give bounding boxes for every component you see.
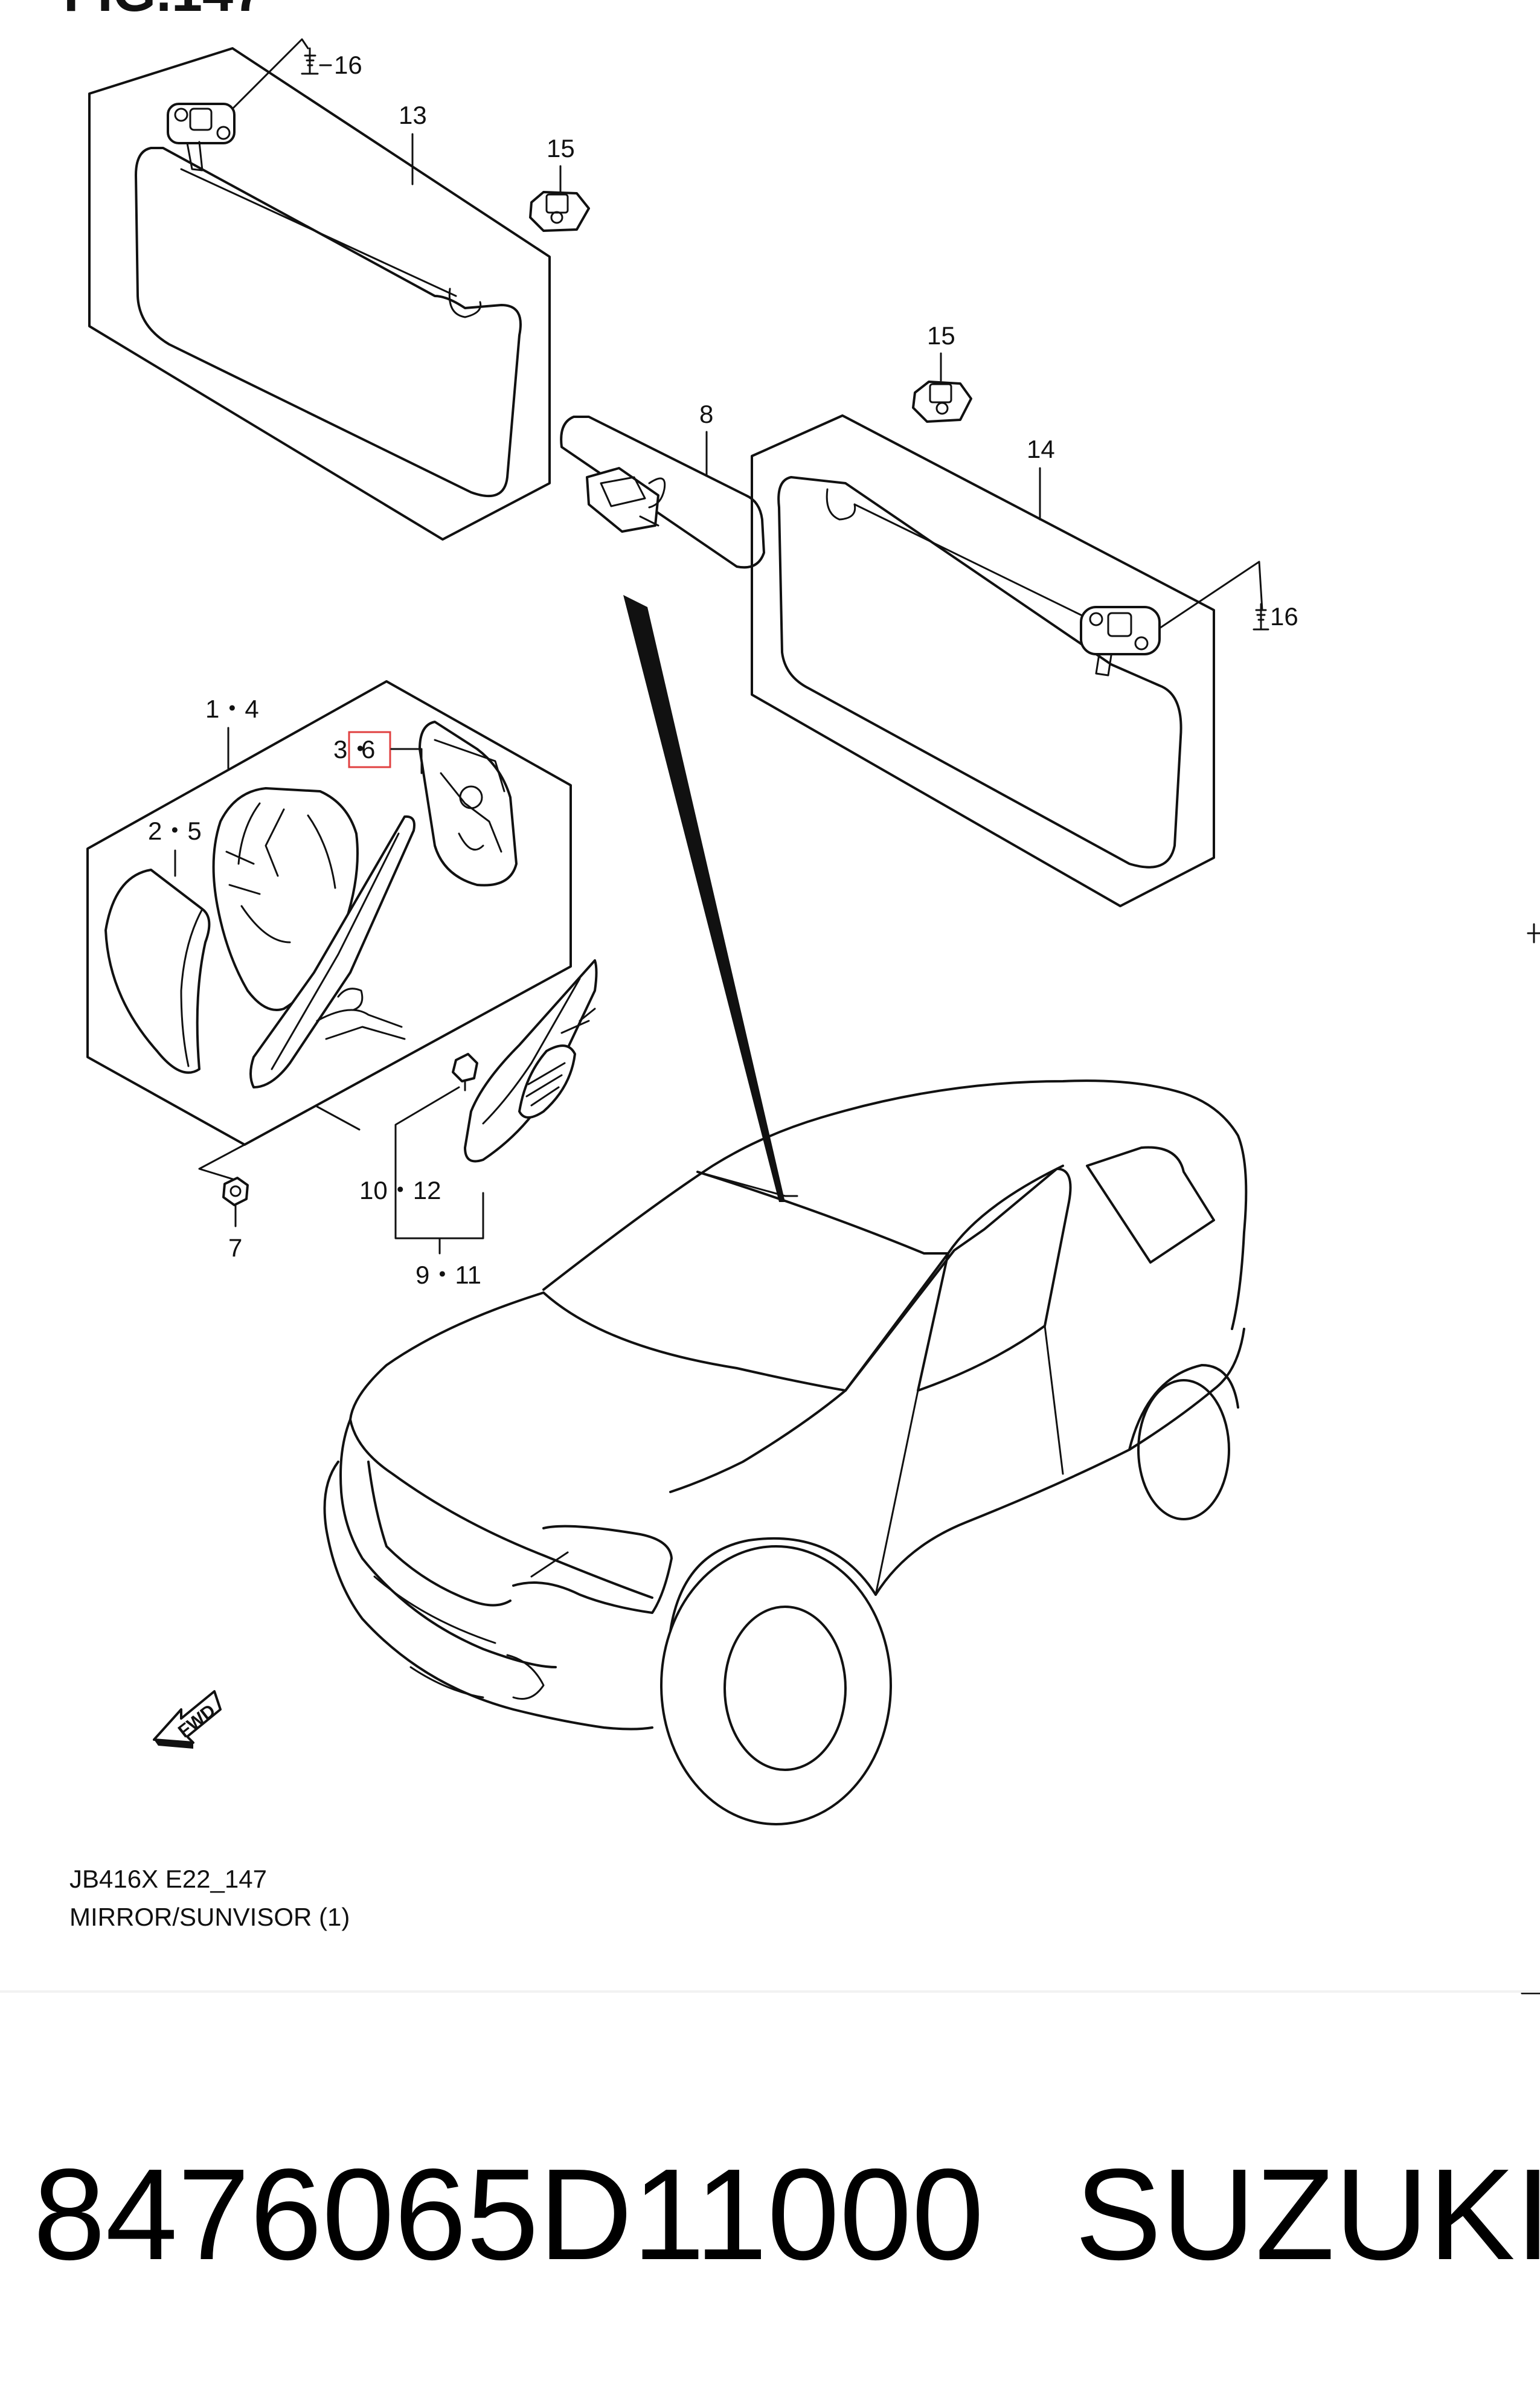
clip-10-12[interactable]	[452, 1053, 478, 1092]
sunvisor-left-group[interactable]	[88, 38, 551, 541]
mirror-glass-3-6	[419, 721, 518, 887]
sunvisor-left-frame	[88, 47, 551, 541]
garnish-body	[464, 959, 598, 1163]
clip-icon	[529, 191, 590, 232]
callout-9-11: 9・11	[415, 1261, 481, 1289]
sunvisor-right-group[interactable]	[751, 414, 1263, 907]
callout-2-5: 2・5	[148, 817, 202, 845]
inside-mirror-8[interactable]	[560, 416, 765, 569]
clip-15-right[interactable]	[912, 381, 972, 423]
rear-wheel	[1137, 1379, 1230, 1520]
vehicle-illustration	[323, 1079, 1248, 1825]
callout-3-6-highlight[interactable]: 6	[361, 735, 375, 764]
callout-1-4: 1・4	[205, 695, 259, 723]
headlight	[512, 1525, 673, 1614]
screw-icon	[1253, 603, 1269, 631]
callout-8: 8	[699, 400, 713, 428]
callout-3-6-prefix: 3・	[333, 735, 373, 764]
callout-15-top: 15	[547, 134, 575, 162]
callout-10-12: 10・12	[359, 1176, 441, 1204]
mirror-cover-2-5	[104, 869, 211, 1074]
callout-14: 14	[1027, 435, 1055, 463]
screw-16-top[interactable]	[301, 47, 319, 75]
screw-icon	[301, 47, 319, 75]
brand-name: SUZUKI	[1075, 2141, 1540, 2287]
fwd-arrow: FWD	[153, 1690, 222, 1749]
rear-door-window	[1086, 1146, 1215, 1264]
mirror-housing	[212, 787, 359, 1011]
sunvisor-left-hinge	[167, 103, 236, 172]
sunvisor-right-body	[777, 476, 1182, 869]
front-bumper	[323, 1461, 653, 1731]
sunvisor-right-hinge	[1080, 606, 1161, 677]
callout-16-right: 16	[1270, 602, 1298, 631]
sunvisor-right-frame	[751, 414, 1215, 907]
front-door-window	[917, 1168, 1072, 1392]
grille	[367, 1461, 512, 1607]
sunvisor-left-body	[135, 147, 522, 498]
part-number: 8476065D11000	[33, 2141, 984, 2287]
nut-icon	[222, 1177, 249, 1206]
callout-15-right: 15	[927, 321, 955, 350]
fwd-arrow-icon	[153, 1690, 222, 1744]
callout-7: 7	[228, 1233, 242, 1262]
hood	[349, 1291, 653, 1599]
screw-16-right[interactable]	[1253, 603, 1269, 631]
callout-13: 13	[399, 101, 427, 129]
vehicle-roof	[542, 1079, 1248, 1330]
clip-15-top[interactable]	[529, 191, 590, 232]
front-wheel-arch	[669, 1537, 877, 1632]
windshield	[542, 1171, 949, 1392]
figure-title: FIG.147	[63, 0, 264, 23]
callout-16-top: 16	[334, 51, 362, 79]
nut-7[interactable]	[222, 1177, 249, 1227]
inside-mirror-body	[560, 416, 765, 569]
clip-icon	[452, 1053, 478, 1082]
mirror-garnish-9-11[interactable]	[464, 959, 598, 1163]
figure-name: MIRROR/SUNVISOR (1)	[69, 1903, 350, 1931]
garnish-speaker-grille	[518, 1044, 576, 1119]
highlight-box	[348, 731, 391, 768]
front-wheel	[660, 1545, 892, 1825]
outside-mirror-group[interactable]	[86, 680, 572, 1184]
figure-code: JB416X E22_147	[69, 1865, 267, 1893]
rear-wheel-arch	[1128, 1364, 1239, 1451]
outside-mirror-frame	[86, 680, 572, 1146]
mirror-pointer-wedge	[623, 595, 785, 1202]
